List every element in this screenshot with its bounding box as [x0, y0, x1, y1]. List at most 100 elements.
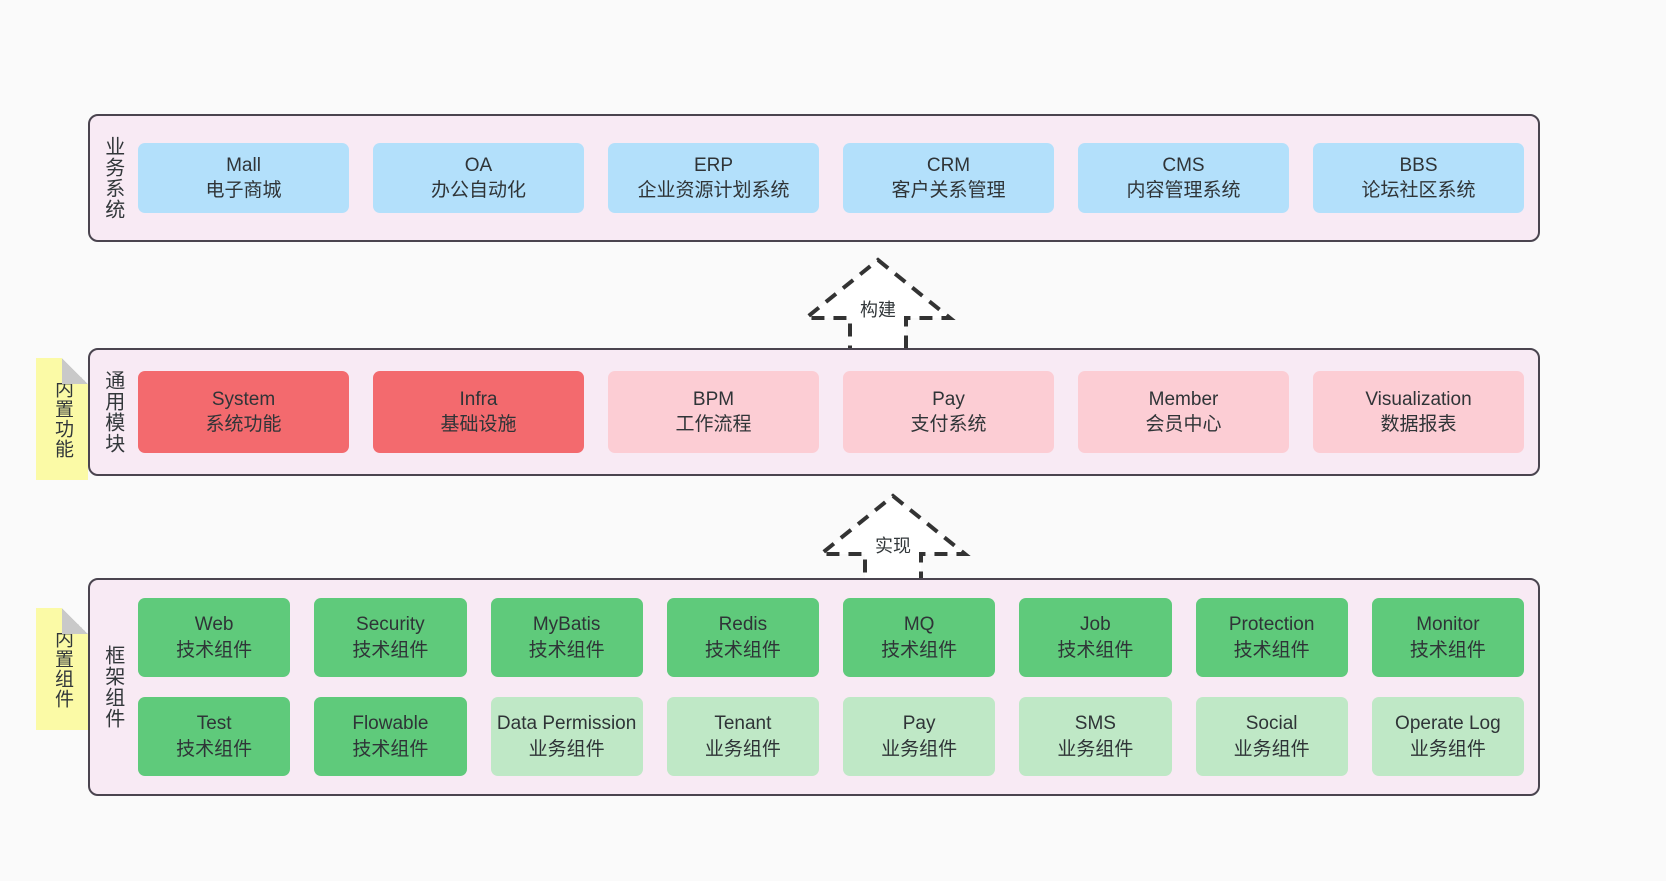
module-card-monitor[interactable]: Monitor 技术组件 [1371, 598, 1524, 677]
module-card-title: System [211, 388, 276, 410]
module-card-subtitle: 内容管理系统 [1126, 180, 1241, 201]
module-card-mybatis[interactable]: MyBatis 技术组件 [490, 598, 643, 677]
module-card-visualization[interactable]: Visualization 数据报表 [1313, 371, 1524, 453]
module-card-member[interactable]: Member 会员中心 [1078, 371, 1289, 453]
module-card-subtitle: 业务组件 [881, 738, 958, 760]
module-card-title: Visualization [1365, 388, 1472, 410]
module-card-mq[interactable]: MQ 技术组件 [843, 598, 996, 677]
module-card-title: Job [1080, 614, 1111, 636]
layer-framework-components: 框架组件 Web 技术组件 Security 技术组件 MyBatis 技术组件… [88, 578, 1540, 796]
module-card-subtitle: 业务组件 [704, 738, 781, 760]
layer-title-common: 通用模块 [101, 370, 124, 454]
layer-row: Test 技术组件 Flowable 技术组件 Data Permission … [138, 697, 1524, 776]
module-card-title: OA [464, 154, 493, 176]
module-card-subtitle: 论坛社区系统 [1361, 180, 1476, 201]
module-card-subtitle: 客户关系管理 [891, 180, 1006, 201]
module-card-subtitle: 技术组件 [352, 639, 429, 661]
module-card-sms[interactable]: SMS 业务组件 [1019, 697, 1172, 776]
module-card-operate-log[interactable]: Operate Log 业务组件 [1371, 697, 1524, 776]
module-card-subtitle: 工作流程 [675, 414, 752, 435]
layer-body-framework: Web 技术组件 Security 技术组件 MyBatis 技术组件 Redi… [134, 580, 1538, 794]
module-card-title: Web [194, 614, 234, 636]
module-card-protection[interactable]: Protection 技术组件 [1195, 598, 1348, 677]
module-card-crm[interactable]: CRM 客户关系管理 [843, 143, 1054, 213]
module-card-subtitle: 基础设施 [440, 414, 517, 435]
module-card-subtitle: 业务组件 [1409, 738, 1486, 760]
layer-row: System 系统功能 Infra 基础设施 BPM 工作流程 Pay 支付系统… [138, 371, 1524, 453]
module-card-title: Pay [932, 388, 965, 410]
layer-row: Mall 电子商城 OA 办公自动化 ERP 企业资源计划系统 CRM 客户关系… [138, 143, 1524, 213]
layer-title-framework: 框架组件 [101, 645, 124, 729]
module-card-title: Flowable [352, 713, 429, 735]
layer-title-business: 业务系统 [101, 136, 124, 220]
module-card-subtitle: 技术组件 [1057, 639, 1134, 661]
layer-body-business: Mall 电子商城 OA 办公自动化 ERP 企业资源计划系统 CRM 客户关系… [134, 116, 1538, 240]
module-card-job[interactable]: Job 技术组件 [1019, 598, 1172, 677]
module-card-subtitle: 技术组件 [1409, 639, 1486, 661]
module-card-title: Protection [1228, 614, 1315, 636]
module-card-title: MyBatis [532, 614, 601, 636]
arrow-build: 构建 [800, 256, 956, 356]
layer-common-modules: 通用模块 System 系统功能 Infra 基础设施 BPM 工作流程 Pay… [88, 348, 1540, 476]
module-card-title: BBS [1399, 154, 1438, 176]
module-card-title: Infra [459, 388, 498, 410]
note-builtin-features: 内置功能 [36, 358, 88, 480]
module-card-subtitle: 企业资源计划系统 [637, 180, 790, 201]
note-label: 内置组件 [52, 629, 74, 709]
module-card-subtitle: 业务组件 [1233, 738, 1310, 760]
module-card-title: MQ [903, 614, 935, 636]
module-card-infra[interactable]: Infra 基础设施 [373, 371, 584, 453]
module-card-redis[interactable]: Redis 技术组件 [666, 598, 819, 677]
module-card-bbs[interactable]: BBS 论坛社区系统 [1313, 143, 1524, 213]
layer-body-common: System 系统功能 Infra 基础设施 BPM 工作流程 Pay 支付系统… [134, 350, 1538, 474]
module-card-subtitle: 办公自动化 [430, 180, 526, 201]
module-card-title: Pay [902, 713, 936, 735]
arrow-label-build: 构建 [860, 300, 896, 320]
module-card-title: Monitor [1416, 614, 1480, 636]
module-card-subtitle: 会员中心 [1145, 414, 1222, 435]
arrow-implement: 实现 [815, 492, 971, 592]
module-card-security[interactable]: Security 技术组件 [314, 598, 467, 677]
module-card-title: Data Permission [496, 713, 637, 735]
module-card-mall[interactable]: Mall 电子商城 [138, 143, 349, 213]
module-card-subtitle: 技术组件 [1233, 639, 1310, 661]
module-card-erp[interactable]: ERP 企业资源计划系统 [608, 143, 819, 213]
module-card-title: Test [196, 713, 232, 735]
module-card-subtitle: 技术组件 [176, 639, 253, 661]
module-card-subtitle: 技术组件 [881, 639, 958, 661]
module-card-title: Member [1148, 388, 1219, 410]
module-card-subtitle: 支付系统 [910, 414, 987, 435]
module-card-title: CRM [926, 154, 971, 176]
module-card-tenant[interactable]: Tenant 业务组件 [666, 697, 819, 776]
module-card-social[interactable]: Social 业务组件 [1195, 697, 1348, 776]
module-card-subtitle: 数据报表 [1380, 414, 1457, 435]
module-card-title: Social [1245, 713, 1298, 735]
module-card-pay[interactable]: Pay 支付系统 [843, 371, 1054, 453]
module-card-title: BPM [692, 388, 735, 410]
arrow-label-implement: 实现 [875, 536, 911, 556]
module-card-subtitle: 技术组件 [528, 639, 605, 661]
module-card-subtitle: 电子商城 [205, 180, 282, 201]
module-card-subtitle: 业务组件 [1057, 738, 1134, 760]
module-card-bpm[interactable]: BPM 工作流程 [608, 371, 819, 453]
note-label: 内置功能 [52, 379, 74, 459]
module-card-title: CMS [1162, 154, 1205, 176]
layer-row: Web 技术组件 Security 技术组件 MyBatis 技术组件 Redi… [138, 598, 1524, 677]
module-card-web[interactable]: Web 技术组件 [138, 598, 291, 677]
module-card-pay-business[interactable]: Pay 业务组件 [843, 697, 996, 776]
module-card-title: Mall [226, 154, 261, 176]
module-card-system[interactable]: System 系统功能 [138, 371, 349, 453]
module-card-oa[interactable]: OA 办公自动化 [373, 143, 584, 213]
module-card-data-permission[interactable]: Data Permission 业务组件 [490, 697, 643, 776]
module-card-title: Operate Log [1395, 713, 1501, 735]
layer-business-systems: 业务系统 Mall 电子商城 OA 办公自动化 ERP 企业资源计划系统 CRM… [88, 114, 1540, 242]
module-card-subtitle: 业务组件 [528, 738, 605, 760]
module-card-subtitle: 技术组件 [704, 639, 781, 661]
module-card-title: SMS [1074, 713, 1116, 735]
module-card-subtitle: 技术组件 [176, 738, 253, 760]
module-card-title: Security [356, 614, 425, 636]
module-card-cms[interactable]: CMS 内容管理系统 [1078, 143, 1289, 213]
module-card-test[interactable]: Test 技术组件 [138, 697, 291, 776]
module-card-subtitle: 技术组件 [352, 738, 429, 760]
module-card-flowable[interactable]: Flowable 技术组件 [314, 697, 467, 776]
